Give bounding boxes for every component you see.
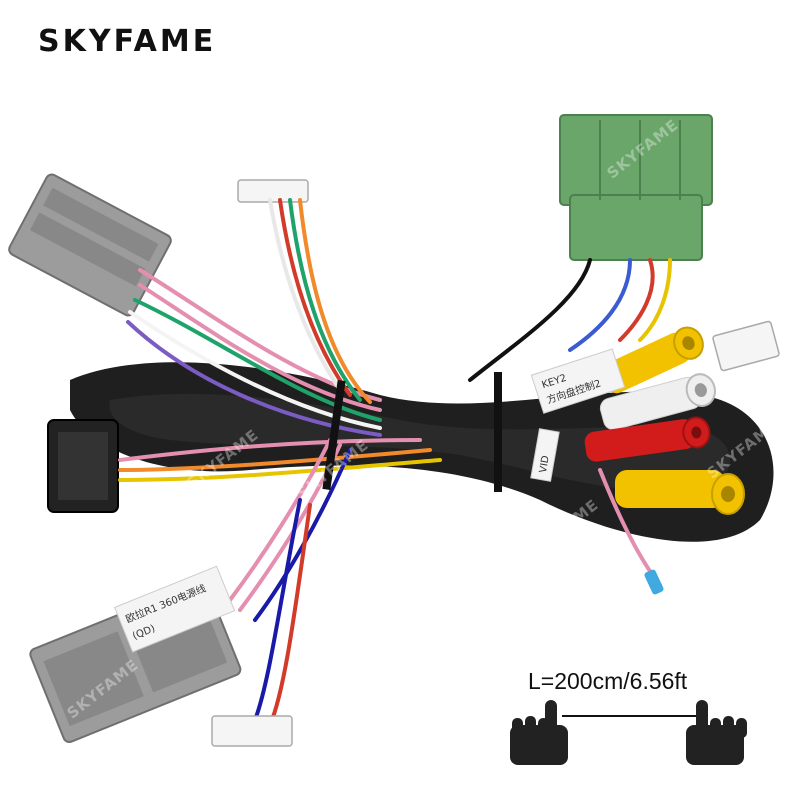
white-connector-right (712, 320, 780, 372)
grey-connector-upper (8, 173, 172, 317)
cable-tie-1 (322, 379, 346, 491)
green-connector (559, 114, 713, 261)
white-connector-bottom (211, 715, 293, 747)
harness-sleeve-inner (109, 393, 730, 492)
brand-logo: SKYFAME (38, 24, 217, 59)
rca-yellow-lower (615, 470, 745, 515)
video-label-tag: VID (530, 428, 560, 482)
rca-red (584, 416, 711, 462)
white-connector-top (237, 179, 309, 203)
rca-yellow-upper (601, 326, 704, 394)
cable-length-label: L=200cm/6.56ft (528, 668, 688, 694)
rca-white (599, 373, 716, 431)
cable-tie-2 (494, 372, 502, 492)
blue-terminal (644, 569, 664, 595)
left-hand-pointing-icon (510, 700, 568, 765)
video-label-text: VID (538, 455, 552, 474)
right-hand-pointing-icon (686, 700, 747, 765)
